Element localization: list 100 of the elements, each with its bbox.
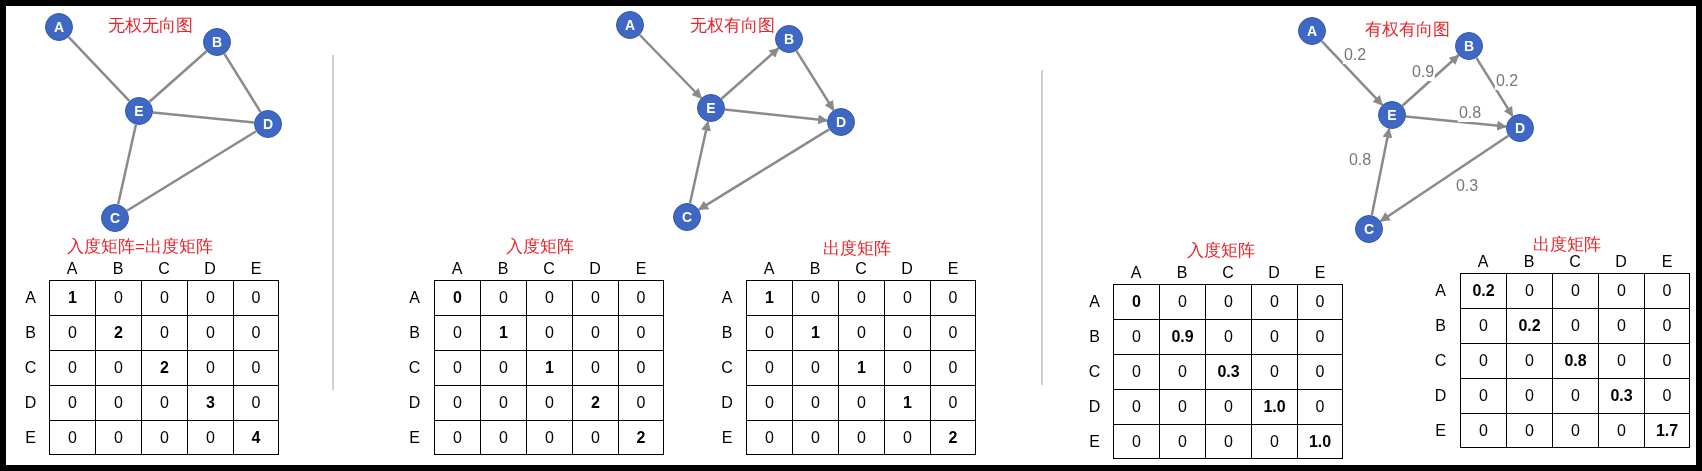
vertex-circle: B [1455, 32, 1483, 60]
vertex-circle: D [1506, 114, 1534, 142]
vertex-circle: E [1378, 101, 1406, 129]
row-header: A [1088, 291, 1101, 312]
column-header: B [111, 259, 125, 279]
vertex-circle: B [203, 28, 231, 56]
row-header: B [1088, 326, 1101, 347]
vertex-circle: D [827, 108, 855, 136]
row-header: D [1087, 396, 1102, 417]
vertex-circle: E [697, 94, 725, 122]
vertex-circle: A [616, 11, 644, 39]
column-header: D [1267, 263, 1281, 283]
arrow [638, 34, 703, 99]
matrix-cell: 0 [434, 420, 481, 455]
matrix-cell: 0 [1113, 284, 1160, 320]
arrow [720, 47, 780, 100]
matrix-cell: 0 [1460, 413, 1507, 448]
matrix-cell: 1.7 [1644, 413, 1690, 448]
matrix-cell: 0 [434, 280, 481, 316]
matrix-cell: 0 [618, 280, 664, 316]
arrow [724, 108, 829, 125]
vertex-circle: C [1355, 215, 1383, 243]
row-header: A [408, 287, 421, 308]
edge-line [223, 53, 262, 113]
matrix-cell: 0 [746, 420, 793, 455]
table-title: 出度矩阵 [823, 238, 891, 260]
column-header: E [946, 259, 960, 279]
vertex-circle: C [101, 204, 129, 232]
edge-label: 0.2 [1494, 72, 1520, 90]
matrix-cell: 4 [233, 420, 279, 455]
graph-title: 有权有向图 [1364, 19, 1450, 41]
arrow [1370, 127, 1393, 216]
column-header: E [1313, 263, 1327, 283]
row-header: E [720, 427, 734, 448]
arrow [1379, 134, 1510, 223]
column-header: C [157, 259, 171, 279]
column-header: D [203, 259, 217, 279]
edge-line [148, 50, 208, 103]
arrow [698, 128, 830, 211]
matrix-cell: 0 [930, 280, 976, 316]
row-header: A [24, 287, 37, 308]
column-header: A [762, 259, 776, 279]
column-header: B [1175, 263, 1189, 283]
row-header: E [24, 427, 37, 448]
row-header: E [1434, 420, 1447, 441]
matrix-cell: 0 [1113, 424, 1160, 459]
vertex-circle: A [1298, 17, 1326, 45]
column-header: A [450, 259, 464, 279]
column-header: E [249, 259, 263, 279]
matrix-cell: 2 [618, 420, 664, 455]
row-header: C [23, 357, 38, 378]
row-header: D [23, 392, 38, 413]
edge-line [67, 36, 131, 102]
arrow [688, 120, 711, 204]
graph-title: 无权有向图 [689, 15, 775, 37]
arrow [1320, 40, 1384, 106]
column-header: D [900, 259, 914, 279]
table-title: 入度矩阵=出度矩阵 [67, 236, 213, 258]
matrix-cell: 1.0 [1297, 424, 1343, 459]
edge-line [116, 124, 138, 205]
column-header: E [634, 259, 648, 279]
table-title: 入度矩阵 [506, 236, 574, 258]
column-header: D [588, 259, 602, 279]
vertex-circle: E [125, 97, 153, 125]
matrix-cell: 1 [49, 280, 96, 316]
edge-label: 0.2 [1342, 46, 1368, 64]
table-title: 出度矩阵 [1533, 234, 1601, 255]
matrix-cell: 0.2 [1460, 273, 1507, 309]
vertex-circle: D [254, 110, 282, 138]
row-header: C [1433, 350, 1448, 371]
row-header: D [407, 392, 422, 413]
column-header: A [65, 259, 79, 279]
column-header: B [496, 259, 510, 279]
row-header: B [408, 322, 421, 343]
row-header: B [1434, 315, 1447, 336]
row-header: A [1434, 280, 1447, 301]
matrix-cell: 0 [1644, 273, 1690, 309]
vertex-circle: B [775, 25, 803, 53]
edge-label: 0.9 [1410, 63, 1436, 81]
edge-line [126, 130, 257, 212]
column-header: E [1660, 252, 1674, 272]
edge-label: 0.8 [1457, 104, 1483, 122]
row-header: B [720, 322, 734, 343]
column-header: A [1129, 263, 1143, 283]
arrow [795, 50, 835, 111]
matrix-cell: 1 [746, 280, 793, 316]
column-header: B [1522, 252, 1536, 272]
graph-title: 无权无向图 [107, 15, 193, 37]
arrow [1405, 115, 1508, 131]
vertex-circle: C [673, 203, 701, 231]
matrix-cell: 2 [930, 420, 976, 455]
column-header: C [1221, 263, 1235, 283]
row-header: E [408, 427, 421, 448]
row-header: C [720, 357, 734, 378]
table-title: 入度矩阵 [1187, 240, 1255, 262]
row-header: B [24, 322, 37, 343]
column-header: C [542, 259, 556, 279]
vertex-circle: A [45, 13, 73, 41]
edge-line [152, 111, 255, 124]
column-header: A [1476, 252, 1490, 272]
